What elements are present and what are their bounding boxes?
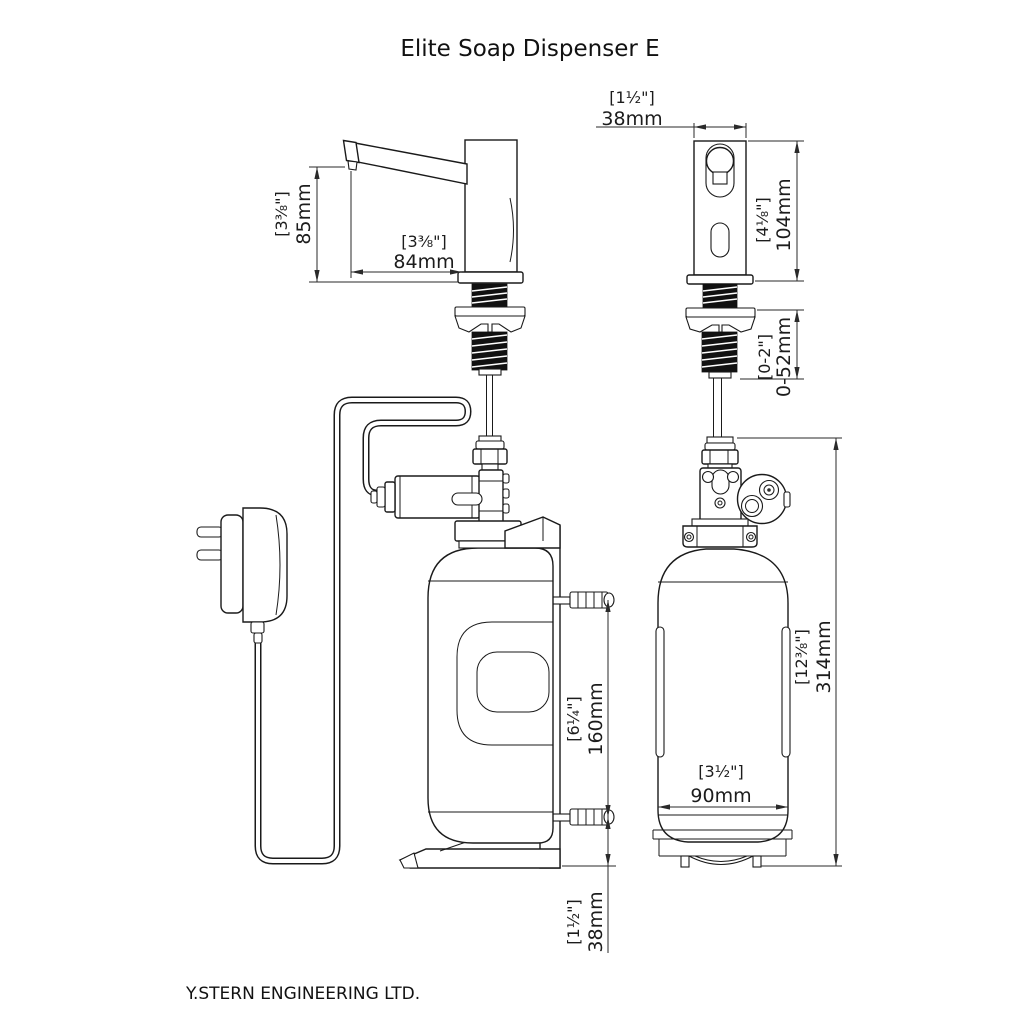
dim-top-width: [1½"] 38mm <box>596 88 747 138</box>
dim-screw-spacing: [6¼"] 160mm <box>564 600 611 817</box>
dim-bottom-offset: [1½"] 38mm <box>562 817 616 953</box>
dim-mount-range-inches: [0-2"] <box>755 334 774 380</box>
dim-bottle-width-inches: [3½"] <box>698 762 744 781</box>
mounting-nut-flange-side <box>454 306 526 317</box>
power-cable <box>254 396 472 865</box>
bottle-outline-front <box>657 548 789 843</box>
mounting-nut-side <box>454 315 526 333</box>
side-view <box>196 139 615 869</box>
spout-tip <box>342 139 360 164</box>
dim-body-height-inches: [4⅛"] <box>753 197 772 243</box>
dim-total-height: [12⅜"] 314mm <box>737 437 842 867</box>
pump-lever <box>451 492 483 506</box>
faucet-front <box>685 140 756 439</box>
stand-foot-right <box>752 855 762 868</box>
compression-nut-front <box>701 449 739 465</box>
dim-body-height-mm: 104mm <box>773 178 795 251</box>
dim-bottle-width: [3½"] 90mm <box>658 762 788 810</box>
spout <box>354 142 468 185</box>
pump-end-cap <box>384 481 396 513</box>
sensor-window <box>710 222 730 258</box>
dim-spout-height: [3⅜"] 85mm <box>272 166 458 283</box>
bottle-cap-side <box>454 516 561 549</box>
dim-spout-reach-inches: [3⅜"] <box>401 232 447 251</box>
dim-total-height-inches: [12⅜"] <box>792 629 811 685</box>
spout-nozzle <box>347 160 358 171</box>
bracket-shelf <box>398 811 561 869</box>
bottle-groove-right <box>781 626 791 758</box>
supply-tube-side <box>486 375 493 441</box>
faucet-side <box>342 139 526 441</box>
page-title: Elite Soap Dispenser E <box>400 36 659 62</box>
valve-pump-front <box>682 436 791 548</box>
dim-spout-reach: [3⅜"] 84mm <box>350 171 462 278</box>
dim-top-width-inches: [1½"] <box>609 88 655 107</box>
mounting-nut-front <box>685 316 756 333</box>
outlet-nozzle-front <box>712 171 728 185</box>
valve-bolt-right <box>726 470 740 484</box>
outlet-ball <box>705 146 735 176</box>
wall-screw-bottom <box>547 808 615 826</box>
plug-face <box>220 514 244 614</box>
thread-collar-side <box>478 368 502 376</box>
dim-bottom-offset-mm: 38mm <box>585 891 607 952</box>
faucet-body-side <box>464 139 518 273</box>
dim-top-width-mm: 38mm <box>601 108 662 130</box>
base-flange-side <box>457 271 524 284</box>
mounting-nut-flange-front <box>685 307 756 318</box>
wall-screw-top <box>547 591 615 609</box>
stand-foot-left <box>680 855 690 868</box>
power-adapter <box>196 507 288 644</box>
bottle-stand <box>652 829 793 868</box>
compression-nut <box>472 448 508 465</box>
manufacturer-name: Y.STERN ENGINEERING LTD. <box>185 984 420 1004</box>
dim-mount-range: [0-2"] 0-52mm <box>740 309 804 397</box>
bottle-cap-front <box>682 518 758 548</box>
bottle-outline-side <box>427 547 554 844</box>
bottle-grip-window <box>476 651 550 713</box>
dim-screw-spacing-inches: [6¼"] <box>564 696 583 742</box>
dim-total-height-mm: 314mm <box>813 620 835 693</box>
plug-pin-top <box>196 526 224 538</box>
bottle-front <box>652 548 793 868</box>
plug-pin-bottom <box>196 549 224 561</box>
bottle-recess <box>456 621 553 746</box>
dim-screw-spacing-mm: 160mm <box>585 682 607 755</box>
base-flange-front <box>686 274 754 285</box>
fitting-flange <box>475 440 505 450</box>
shelf-lip <box>399 852 419 869</box>
dim-body-height: [4⅛"] 104mm <box>748 140 804 282</box>
dim-bottle-width-mm: 90mm <box>690 785 751 807</box>
adapter-body <box>242 507 288 623</box>
bracket-hook <box>504 516 561 549</box>
dim-spout-height-mm: 85mm <box>293 183 315 244</box>
valve-bolt-center <box>714 497 726 509</box>
valve-bolt-left <box>701 470 715 484</box>
dim-spout-reach-mm: 84mm <box>393 251 454 273</box>
supply-tube-front <box>713 378 722 439</box>
bottle-side <box>398 516 561 869</box>
cable-strain-relief <box>250 621 265 634</box>
pump-connector <box>376 486 386 508</box>
dim-mount-range-mm: 0-52mm <box>773 317 795 397</box>
dim-spout-height-inches: [3⅜"] <box>272 191 291 237</box>
valve-block-side <box>478 469 504 524</box>
dim-bottom-offset-inches: [1½"] <box>564 899 583 945</box>
bottle-groove-left <box>655 626 665 758</box>
front-view <box>652 140 793 868</box>
pump-assembly-side <box>370 435 510 524</box>
